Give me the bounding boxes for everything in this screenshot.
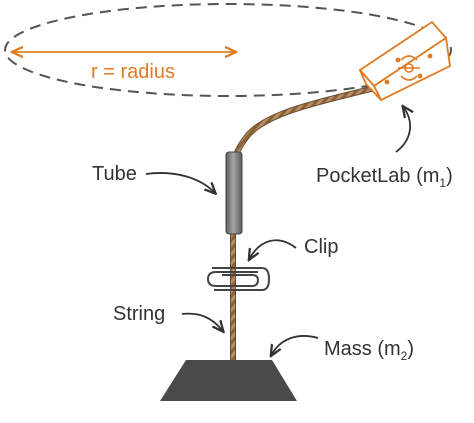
pocketlab-label-subscript: 1	[439, 176, 446, 190]
string-label: String	[113, 303, 165, 325]
tube	[225, 151, 243, 235]
clip-arrow-icon	[250, 239, 297, 258]
mass-block	[160, 360, 297, 401]
clip-label: Clip	[304, 236, 338, 258]
tube-arrow-icon	[145, 172, 214, 192]
pocketlab-arrow-icon	[395, 108, 410, 153]
pocketlab-sensor	[358, 20, 451, 102]
mass-label-subscript: 2	[401, 349, 408, 363]
tube-label: Tube	[92, 163, 137, 185]
pocketlab-label-main: PocketLab (m	[316, 165, 439, 187]
string-arrow-icon	[181, 312, 222, 330]
mass-arrow-icon	[272, 335, 319, 354]
mass-label-main: Mass (m	[324, 338, 401, 360]
pocketlab-logo-icon	[384, 53, 433, 85]
string-rope-texture	[231, 84, 384, 364]
paper-clip	[206, 267, 271, 291]
mass-label: Mass (m2)	[324, 338, 414, 363]
pocketlab-label: PocketLab (m1)	[316, 165, 453, 190]
radius-label: r = radius	[91, 61, 175, 83]
orbit-path	[4, 3, 452, 97]
pocketlab-label-end: )	[446, 165, 453, 187]
mass-label-end: )	[407, 338, 414, 360]
